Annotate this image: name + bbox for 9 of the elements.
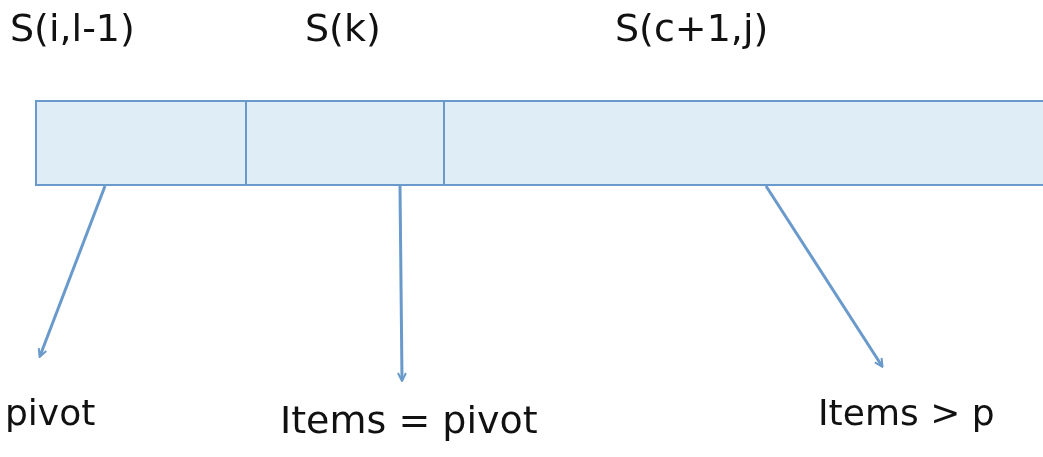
index-range-label: S(i,l-1) — [10, 8, 135, 50]
arrow — [764, 185, 884, 368]
index-range-label: S(c+1,j) — [615, 8, 769, 50]
arrow — [396, 186, 407, 382]
group-label: pivot — [5, 392, 96, 433]
group-label: Items > p — [818, 392, 995, 433]
group-label: Items = pivot — [280, 398, 538, 442]
arrow — [37, 185, 107, 358]
index-range-label: S(k) — [305, 8, 381, 50]
